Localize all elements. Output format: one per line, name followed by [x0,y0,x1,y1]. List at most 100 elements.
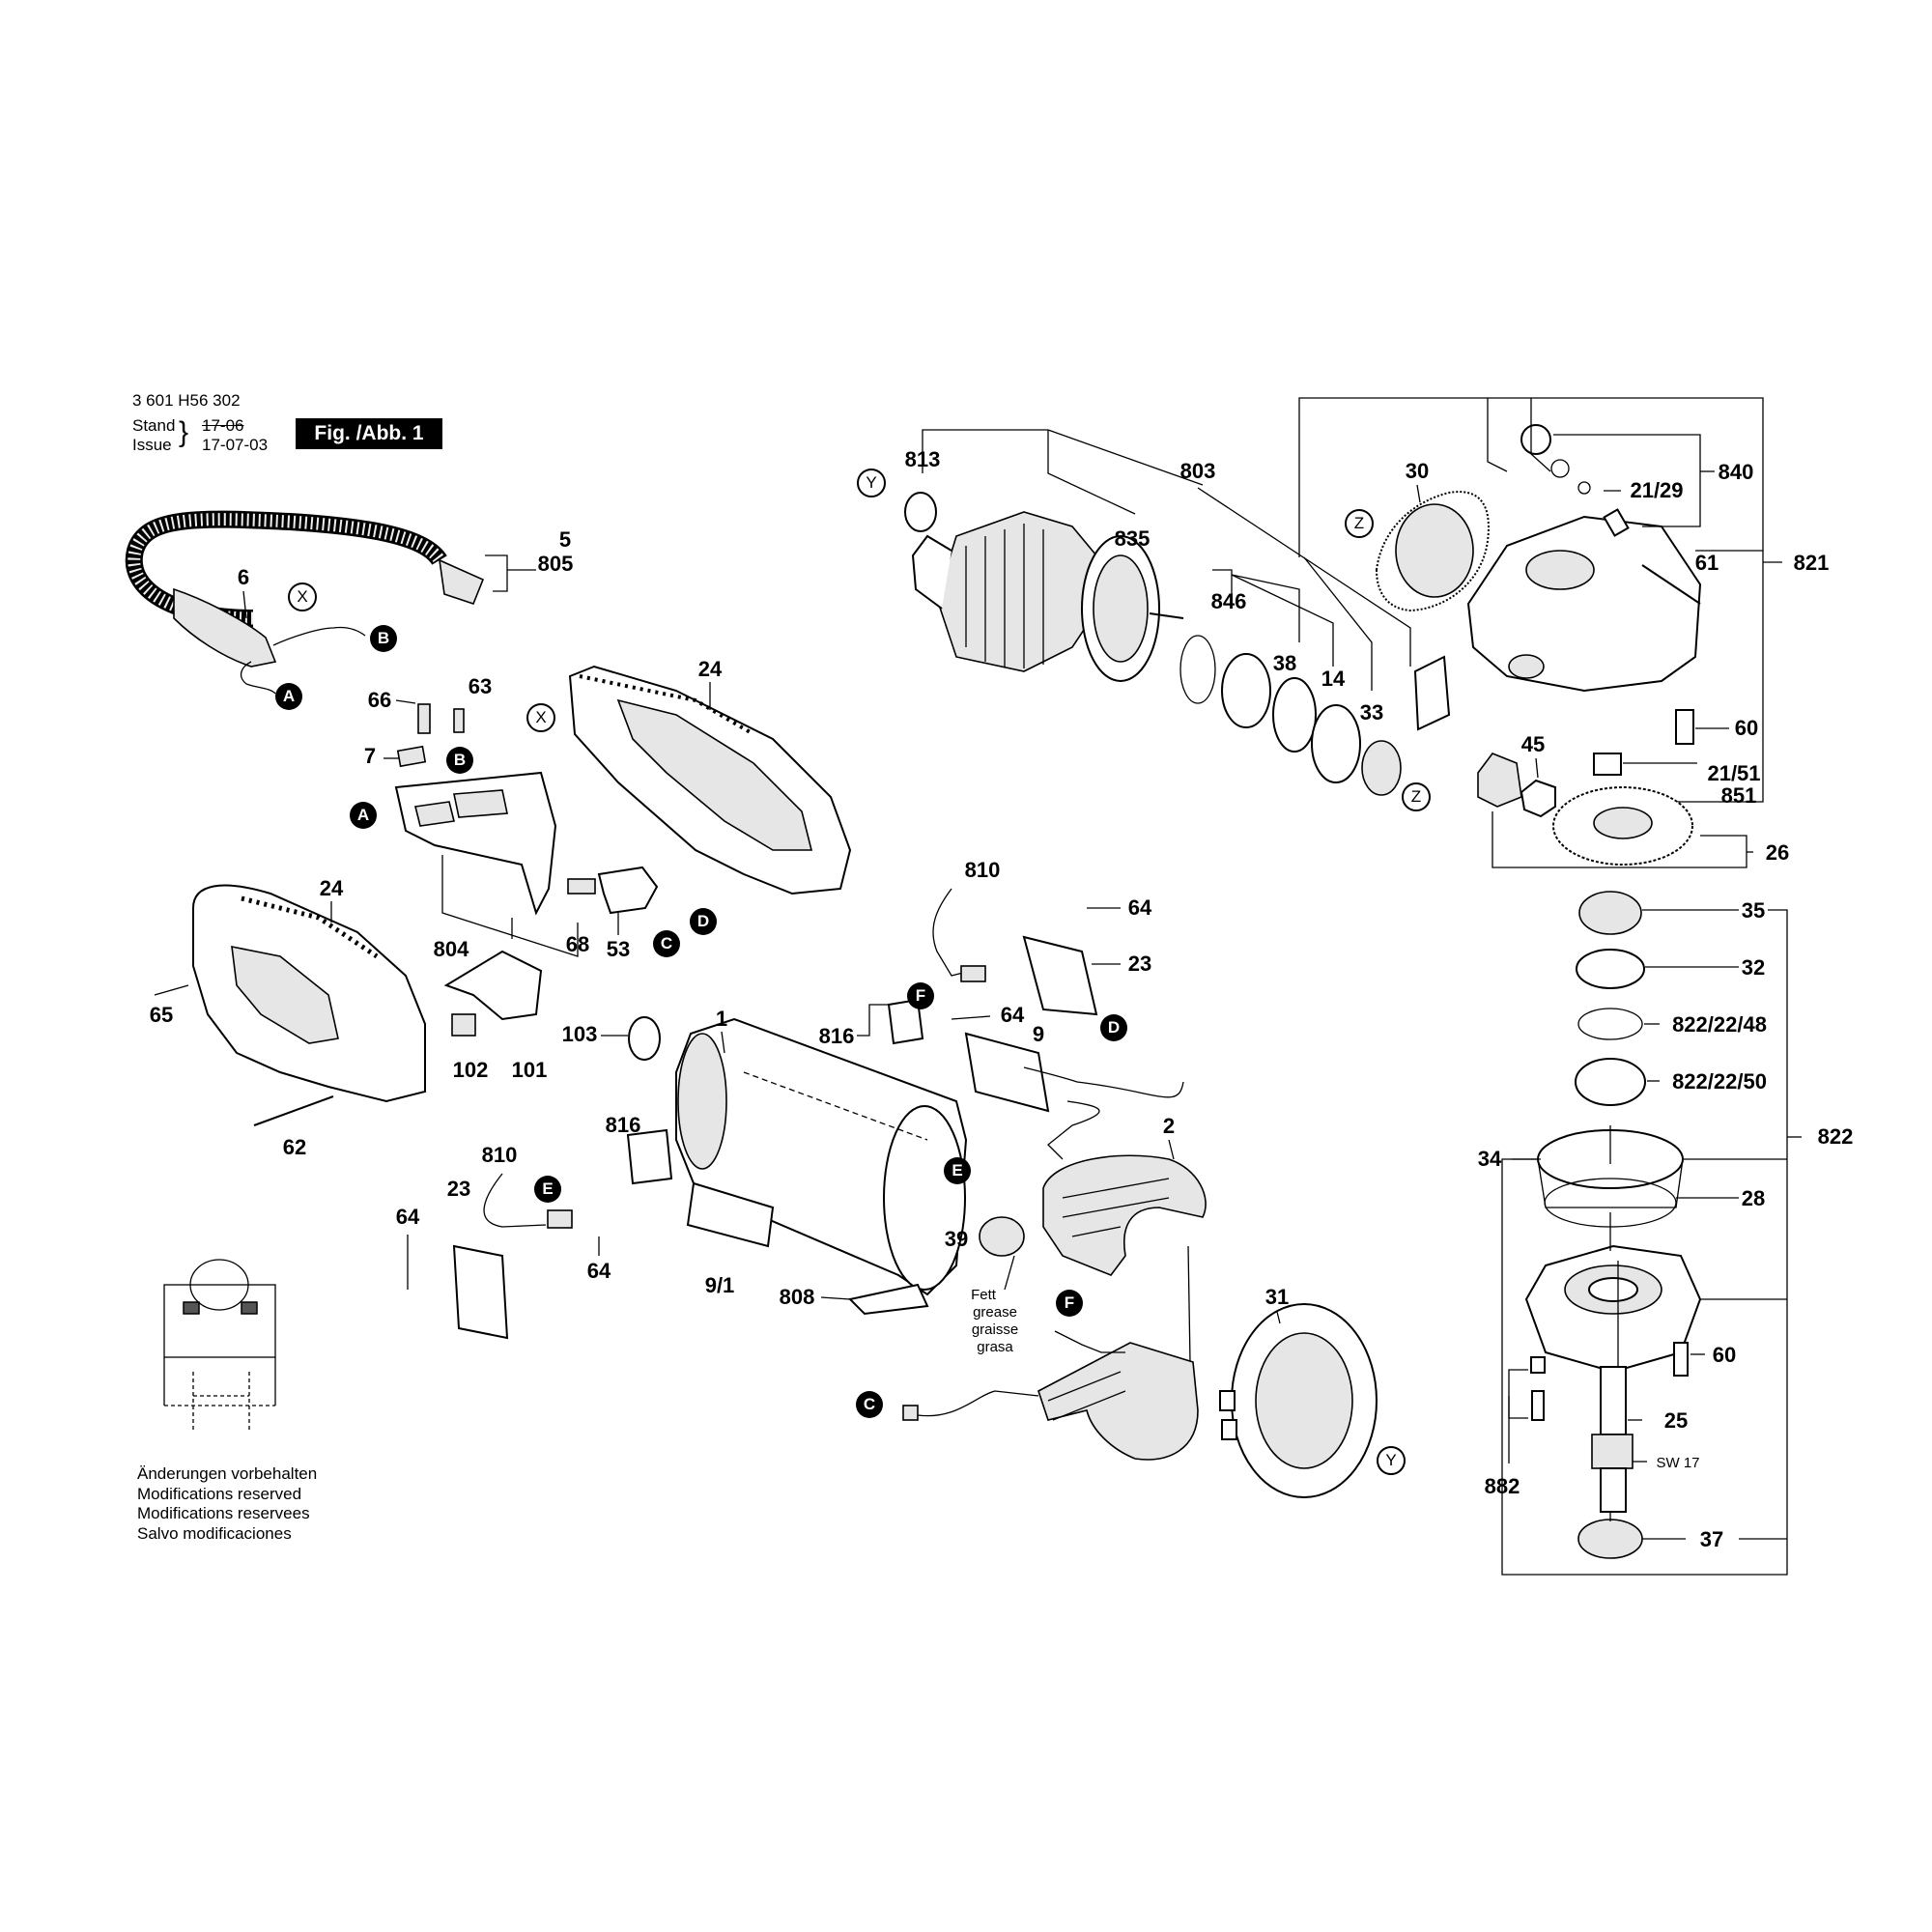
bracket-26 [1492,811,1747,868]
insulation-9 [964,1032,1050,1113]
bearing-14 [1311,704,1361,783]
bearing-ring [1272,677,1317,753]
label-64-lower: 64 [587,1259,611,1283]
label-21-51: 21/51 [1707,761,1760,785]
label-25: 25 [1664,1408,1688,1433]
label-63: 63 [469,674,492,698]
grease-es: grasa [977,1339,1013,1355]
figure-label: Fig. /Abb. 1 [296,418,442,449]
leader-840-branch [1530,398,1551,472]
leader-45 [1535,757,1539,779]
motor-housing [675,1017,968,1296]
pinion [1477,753,1522,808]
part-103 [628,1016,661,1061]
label-64-upper: 64 [1128,895,1152,920]
label-62: 62 [283,1135,306,1159]
label-45: 45 [1521,732,1545,756]
label-39: 39 [945,1227,968,1251]
bracket-882 [1508,1369,1528,1419]
plate-dotted [1413,655,1451,731]
wire-f [1054,1330,1125,1353]
screw-882 [1531,1390,1545,1421]
label-7: 7 [364,744,376,768]
label-835: 835 [1115,526,1151,551]
label-sw17: SW 17 [1656,1455,1699,1471]
brush-holder-816-lower [626,1128,673,1185]
label-31: 31 [1265,1285,1289,1309]
bracket-821 [1298,397,1764,803]
handle-half-left [192,884,426,1103]
label-882: 882 [1485,1474,1520,1498]
stand-value: 17-06 [202,416,244,435]
leader-1 [721,1031,725,1054]
label-102: 102 [453,1058,489,1082]
leader-803-branch [1197,487,1411,667]
pin-21-29 [1603,508,1630,537]
label-822-22-48: 822/22/48 [1672,1012,1767,1037]
wire-d [1023,1066,1184,1098]
label-23-upper: 23 [1128,952,1151,976]
label-810-lower: 810 [482,1143,518,1167]
label-23-lower: 23 [447,1177,470,1201]
plug-c [902,1405,919,1421]
label-61: 61 [1695,551,1719,575]
leader-grease [1004,1255,1015,1291]
fan-cover-31 [1219,1303,1378,1498]
screw-62 [253,1095,334,1126]
leader-14 [1231,574,1334,667]
label-851: 851 [1721,783,1757,808]
leader-816-upper [857,1004,889,1037]
leader-835 [1047,430,1136,515]
circlip-822-22-48 [1577,1008,1643,1040]
label-66: 66 [368,688,391,712]
label-9: 9 [1033,1022,1044,1046]
note-fr: Modifications reservees [137,1504,310,1522]
issue-label: Issue [132,436,172,454]
label-24-upper: 24 [698,657,723,681]
spindle-25 [1591,1366,1634,1513]
stand-label: Stand [132,416,176,435]
label-810-upper: 810 [965,858,1001,882]
switch-assembly [394,703,659,916]
oring-21-29 [1577,481,1591,495]
label-64-left: 64 [396,1205,420,1229]
brush-holder-816-upper [887,998,924,1045]
bearing-37 [1577,1519,1643,1559]
label-65: 65 [150,1003,173,1027]
label-32: 32 [1742,955,1765,980]
spring-840 [1550,459,1570,478]
label-821: 821 [1794,551,1830,575]
label-5: 5 [559,527,571,552]
label-14: 14 [1321,667,1346,691]
label-804: 804 [434,937,469,961]
bearing-33 [1361,740,1402,796]
bearing-822-22-50 [1575,1058,1646,1106]
note-de: Änderungen vorbehalten [137,1464,318,1483]
label-6: 6 [238,565,249,589]
clip-882-upper [1530,1356,1546,1374]
label-21-29: 21/29 [1630,478,1683,502]
button-840 [1520,424,1551,455]
brush-lower [547,1209,573,1229]
leader-38 [1231,574,1300,642]
disc-38 [1221,653,1271,728]
leader-30 [1416,484,1421,503]
label-53: 53 [607,937,630,961]
label-1: 1 [716,1007,727,1031]
label-803: 803 [1180,459,1216,483]
label-805: 805 [538,552,574,576]
issue-value: 17-07-03 [202,436,269,454]
bearing-813 [904,492,937,532]
note-en: Modifications reserved [137,1484,302,1503]
screw-61 [1641,564,1701,605]
armature-835 [911,511,1184,682]
sleeve-21-51 [1593,753,1622,776]
leader-2-lower [1187,1245,1191,1363]
modification-note: Änderungen vorbehalten Modifications res… [137,1464,317,1544]
wire-810-lower [483,1173,547,1228]
brush-cover-23-lower [452,1244,509,1340]
label-35: 35 [1742,898,1765,923]
label-38: 38 [1273,651,1296,675]
bearing-35 [1578,891,1642,935]
